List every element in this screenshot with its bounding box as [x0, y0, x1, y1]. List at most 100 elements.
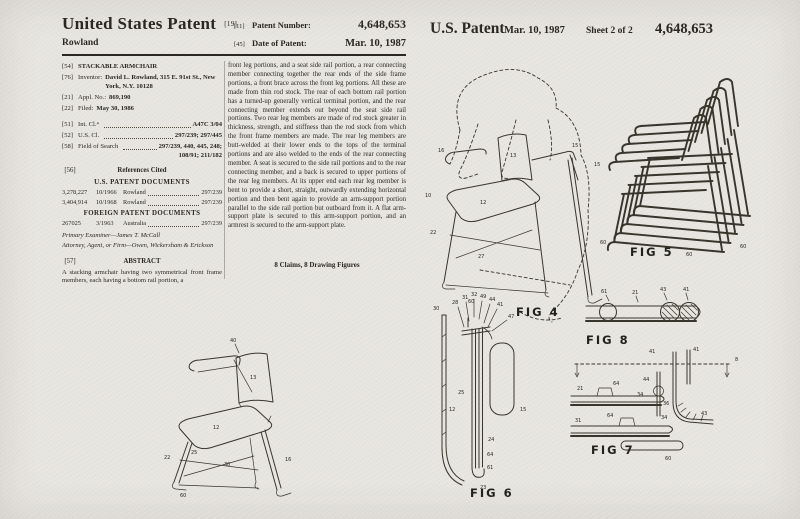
fig7-label: FIG 7	[591, 443, 635, 457]
field-tag: [57]	[62, 258, 78, 267]
armrest-right	[532, 151, 578, 180]
patent-number: 4,648,653	[358, 17, 406, 32]
armrest-line	[189, 356, 240, 371]
front-page-figure: 40 13 12 25 22 30 60 16	[138, 330, 323, 508]
claims-line: 8 Claims, 8 Drawing Figures	[228, 261, 406, 269]
callout: 60	[180, 493, 186, 499]
attorney-line: Attorney, Agent, or Firm—Owen, Wickersha…	[62, 242, 222, 251]
fig5-drawing: 15 60 60 60 FIG 5	[588, 66, 793, 261]
patent-date-row: [45] Date of Patent: Mar. 10, 1987	[234, 38, 406, 49]
callout: 13	[250, 375, 256, 381]
primary-examiner-line: Primary Examiner—James T. McCall	[62, 232, 222, 241]
references-heading-row: [56] References Cited	[62, 167, 222, 176]
uscl-label: U.S. Cl.	[78, 132, 99, 141]
abstract-col1: A stacking armchair having two symmetric…	[62, 269, 222, 286]
callout: 43	[660, 287, 666, 293]
callout: 41	[693, 347, 699, 353]
inventor-surname: Rowland	[62, 38, 98, 48]
dot-leader	[123, 143, 156, 150]
callout: 12	[449, 407, 455, 413]
rod-a	[657, 372, 660, 416]
callout: 41	[683, 287, 689, 293]
callout: 22	[164, 455, 170, 461]
field-tag: [76]	[62, 74, 78, 91]
inventor-label: Inventor:	[78, 74, 102, 91]
callout: 30	[433, 306, 439, 312]
section-arrows	[575, 364, 729, 377]
upper-rail	[571, 396, 664, 402]
field-appl: [21] Appl. No.: 869,190	[62, 94, 222, 103]
ref-date: 10/1966	[96, 189, 123, 197]
fig7-drawing: 41 41 8 21 64 44 34 36 34 43 31 64 60 FI…	[565, 344, 750, 469]
callout: 60	[665, 456, 671, 462]
callout: 64	[607, 413, 613, 419]
appl-label: Appl. No.:	[78, 94, 106, 103]
sheet-header-number: 4,648,653	[655, 21, 713, 38]
foot-glide	[472, 467, 484, 477]
person-outline	[457, 69, 556, 130]
callout: 21	[632, 290, 638, 296]
field-search: [58] Field of Search 297/239, 440, 445, …	[62, 143, 222, 152]
callout: 49	[480, 294, 486, 300]
callout: 28	[452, 300, 458, 306]
rear-leg-rods	[472, 329, 483, 468]
callout: 15	[572, 143, 578, 149]
stacked-chair-profiles	[608, 79, 750, 252]
filed-label: Filed:	[78, 105, 93, 114]
callout: 36	[663, 401, 669, 407]
lower-rail	[571, 426, 673, 433]
date-label: Date of Patent:	[252, 38, 345, 48]
patent-number-row: [11] Patent Number: 4,648,653	[234, 17, 406, 32]
appl-value: 869,190	[109, 94, 222, 103]
dot-leader	[148, 220, 199, 227]
ref-name: Rowland	[123, 199, 146, 207]
biblio-column: [54] STACKABLE ARMCHAIR [76] Inventor: D…	[62, 63, 222, 286]
field-intcl: [51] Int. Cl.⁴ A47C 3/04	[62, 121, 222, 130]
callout: 13	[510, 153, 516, 159]
callout: 27	[478, 254, 484, 260]
callout: 64	[613, 381, 619, 387]
fig5-label: FIG 5	[630, 245, 674, 259]
field-filed: [22] Filed: May 30, 1986	[62, 105, 222, 114]
field-uscl: [52] U.S. Cl. 297/239; 297/445	[62, 132, 222, 141]
callout: 61	[487, 465, 493, 471]
sheet-header-title: U.S. Patent	[430, 20, 504, 38]
patent-title-text: United States Patent	[62, 14, 216, 33]
ref-name: Rowland	[123, 189, 146, 197]
foreign-docs-heading: FOREIGN PATENT DOCUMENTS	[62, 209, 222, 218]
fig6-label: FIG 6	[470, 486, 514, 500]
filed-value: May 30, 1986	[96, 105, 222, 114]
callout: 60	[740, 244, 746, 250]
ref-class: 297/239	[201, 189, 222, 197]
callout: 21	[577, 386, 583, 392]
rod-section-hatched	[661, 303, 699, 322]
field-tag: [54]	[62, 63, 78, 72]
callout: 32	[471, 292, 477, 298]
armrest-side	[490, 343, 514, 415]
table-row: 3,278,227 10/1966 Rowland 297/239	[62, 189, 222, 197]
uscl-value: 297/239; 297/445	[175, 132, 222, 141]
callout: 44	[489, 297, 495, 303]
back-edge-section	[442, 315, 464, 485]
field-tag: [51]	[62, 121, 78, 130]
callout: 22	[430, 230, 436, 236]
ref-number: 3,278,227	[62, 189, 96, 197]
invention-title: STACKABLE ARMCHAIR	[78, 63, 222, 72]
abstract-heading: ABSTRACT	[123, 258, 160, 265]
callout: 8	[735, 357, 738, 363]
callout: 15	[520, 407, 526, 413]
abstract-col2: front leg portions, and a seat side rail…	[228, 62, 406, 231]
field-tag: [22]	[62, 105, 78, 114]
callout: 15	[594, 162, 600, 168]
field-tag: [56]	[62, 167, 78, 176]
ref-class: 297/239	[201, 199, 222, 207]
inventor-value: David L. Rowland, 315 E. 91st St., New Y…	[105, 74, 222, 91]
table-row: 3,404,914 10/1968 Rowland 297/239	[62, 199, 222, 207]
number-label: Patent Number:	[252, 20, 358, 30]
patent-title: United States Patent[19]	[62, 14, 237, 34]
dot-leader	[148, 189, 200, 196]
callout: 60	[686, 252, 692, 258]
callout: 24	[488, 437, 494, 443]
callout: 64	[487, 452, 493, 458]
ref-number: 3,404,914	[62, 199, 96, 207]
